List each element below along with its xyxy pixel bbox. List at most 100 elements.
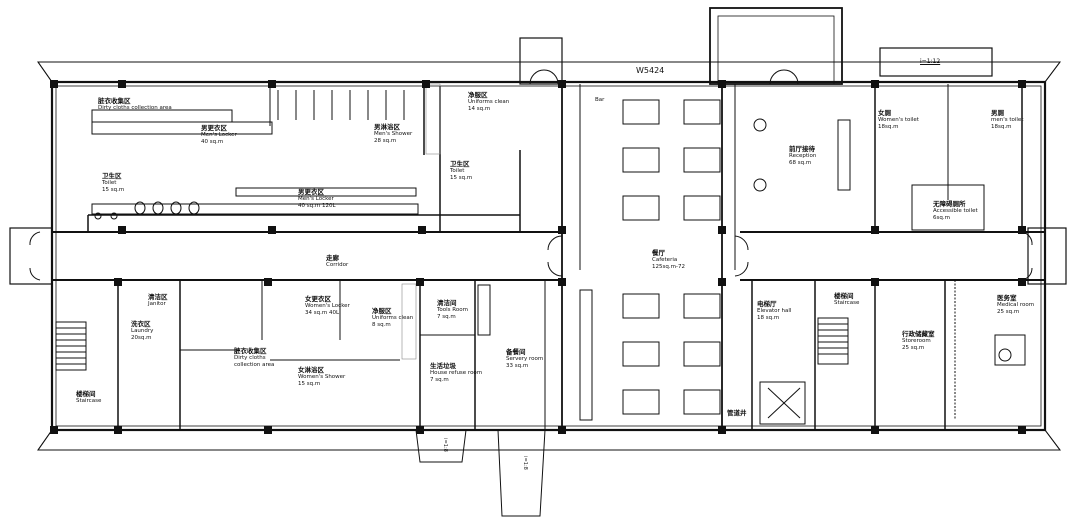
header-mark: W5424 — [636, 66, 665, 75]
room-name-en: Women's Locker — [305, 303, 350, 310]
room-area: 8 sq.m — [372, 321, 391, 328]
room-area: 125sq.m-72 — [652, 263, 685, 270]
room-womens-locker: 女更衣区 Women's Locker 34 sq.m 40L — [305, 295, 350, 316]
room-janitor: 清洁区 Janitor — [148, 293, 168, 308]
room-name-en: Toilet — [450, 168, 465, 175]
room-area: 7 sq.m — [437, 313, 456, 320]
room-name-en: Uniforms clean — [372, 315, 414, 322]
room-name-zh: 脏衣收集区 — [234, 347, 267, 355]
cafeteria-tables — [622, 99, 721, 415]
room-area: 28 sq.m — [374, 137, 397, 144]
room-storeroom: 行政储藏室 Storeroom 25 sq.m — [902, 330, 935, 351]
room-name-zh: 净服区 — [468, 91, 488, 99]
room-name-en: Men's Locker — [201, 132, 237, 139]
room-mens-locker-north: 男更衣区 Men's Locker 40 sq.m — [201, 124, 237, 145]
room-name-en: Reception — [789, 153, 817, 160]
room-staircase-east: 楼梯间 Staircase — [834, 292, 860, 307]
room-name-zh: 走廊 — [326, 254, 339, 262]
room-name-zh: 女更衣区 — [305, 295, 331, 303]
room-toilet-north: 卫生区 Toilet 15 sq.m — [450, 160, 473, 181]
stairs-west — [55, 321, 87, 371]
room-name-zh: 楼梯间 — [76, 390, 96, 398]
room-name-en: Women's toilet — [878, 117, 919, 124]
room-name-en: Servery room — [506, 356, 544, 363]
room-name-zh: 净服区 — [372, 307, 392, 315]
room-name-en: Staircase — [834, 300, 860, 307]
room-name-en: Cafeteria — [652, 257, 678, 264]
room-uniforms-clean-south: 净服区 Uniforms clean 8 sq.m — [372, 307, 414, 328]
room-area: 20sq.m — [131, 334, 152, 341]
room-name-en: Dirty cloths collection area — [98, 105, 172, 112]
room-laundry: 洗衣区 Laundry 20sq.m — [131, 320, 153, 341]
room-name-zh: 男淋浴区 — [374, 123, 400, 131]
room-corridor: 走廊 Corridor — [326, 254, 349, 269]
room-name-zh: 电梯厅 — [757, 300, 777, 308]
ramp-slope-note: i=1:12 — [920, 58, 941, 65]
room-area: 25 sq.m — [997, 308, 1020, 315]
room-name-en: Tools Room — [437, 307, 468, 314]
room-womens-toilet: 女厕 Women's toilet 18sq.m — [878, 109, 919, 130]
room-name-en: Janitor — [148, 301, 166, 308]
room-name-zh: 女淋浴区 — [298, 366, 324, 374]
room-area: 25 sq.m — [902, 344, 925, 351]
room-name-zh: 清洁区 — [148, 293, 168, 301]
room-elevator-hall: 电梯厅 Elevator hall 18 sq.m — [757, 300, 792, 321]
room-name-en: Men's Shower — [374, 131, 413, 138]
room-cafeteria: 餐厅 Cafeteria 125sq.m-72 — [652, 249, 685, 270]
stairs-east — [817, 317, 849, 365]
entrance-ramp-west — [415, 429, 467, 463]
room-name-zh: 清洁间 — [437, 299, 457, 307]
room-bar: Bar — [595, 97, 604, 103]
room-name-zh: 前厅接待 — [789, 145, 815, 153]
room-area: 6sq.m — [933, 214, 950, 221]
room-name-en: men's toilet — [991, 117, 1024, 124]
room-area: 33 sq.m — [506, 362, 529, 369]
room-dirty-cloths-north: 脏衣收集区 Dirty cloths collection area — [98, 97, 172, 112]
structural-columns — [50, 80, 1026, 434]
room-mens-locker-south: 男更衣区 Men's Locker 40 sq.m 120L — [298, 188, 336, 209]
room-uniforms-clean-north: 净服区 Uniforms clean 14 sq.m — [468, 91, 510, 112]
room-dirty-cloths-south: 脏衣收集区 Dirty cloths collection area — [234, 347, 282, 368]
room-mens-toilet: 男厕 men's toilet 18sq.m — [991, 109, 1024, 130]
room-area: 15 sq.m — [298, 380, 321, 387]
room-name-en: Corridor — [326, 262, 349, 269]
room-name-en: Dirty cloths collection area — [234, 355, 275, 368]
room-area: 14 sq.m — [468, 105, 491, 112]
room-area: 18sq.m — [991, 123, 1012, 130]
room-name-zh: 楼梯间 — [834, 292, 854, 300]
room-name-zh: 生活垃圾 — [430, 362, 456, 370]
room-name-zh: 男厕 — [991, 109, 1004, 117]
room-name-zh: 卫生区 — [450, 160, 470, 168]
room-name-zh: 备餐间 — [506, 348, 526, 356]
room-staircase-west: 楼梯间 Staircase — [76, 390, 102, 405]
room-name-en: House refuse room — [430, 370, 483, 377]
room-area: 15 sq.m — [450, 174, 473, 181]
room-name-en: Accessible toilet — [933, 208, 978, 215]
room-name-en: Staircase — [76, 398, 102, 405]
room-toilet-northwest: 卫生区 Toilet 15 sq.m — [102, 172, 124, 193]
room-name-zh: 男更衣区 — [201, 124, 227, 132]
room-name-en: Uniforms clean — [468, 99, 510, 106]
room-name-zh: 无障碍厕所 — [933, 200, 966, 208]
room-name-zh: 脏衣收集区 — [98, 97, 131, 105]
room-area: 34 sq.m 40L — [305, 309, 340, 316]
room-name-zh: 卫生区 — [102, 172, 122, 180]
room-accessible-toilet: 无障碍厕所 Accessible toilet 6sq.m — [933, 200, 978, 221]
room-name-zh: 男更衣区 — [298, 188, 324, 196]
room-name-zh: 洗衣区 — [131, 320, 151, 328]
room-name-en: Bar — [595, 97, 605, 103]
room-area: 18 sq.m — [757, 314, 780, 321]
room-mens-shower: 男淋浴区 Men's Shower 28 sq.m — [374, 123, 413, 144]
room-name-zh: 医务室 — [997, 294, 1017, 302]
room-name-zh: 管道井 — [727, 409, 747, 417]
room-name-zh: 女厕 — [878, 109, 891, 117]
room-name-en: Women's Shower — [298, 374, 346, 381]
room-name-en: Medical room — [997, 302, 1035, 309]
room-name-en: Elevator hall — [757, 308, 792, 315]
room-name-zh: 餐厅 — [652, 249, 665, 257]
room-area: 40 sq.m — [201, 138, 224, 145]
room-area: 18sq.m — [878, 123, 899, 130]
toilets-north-west — [94, 201, 200, 220]
room-area: 68 sq.m — [789, 159, 812, 166]
